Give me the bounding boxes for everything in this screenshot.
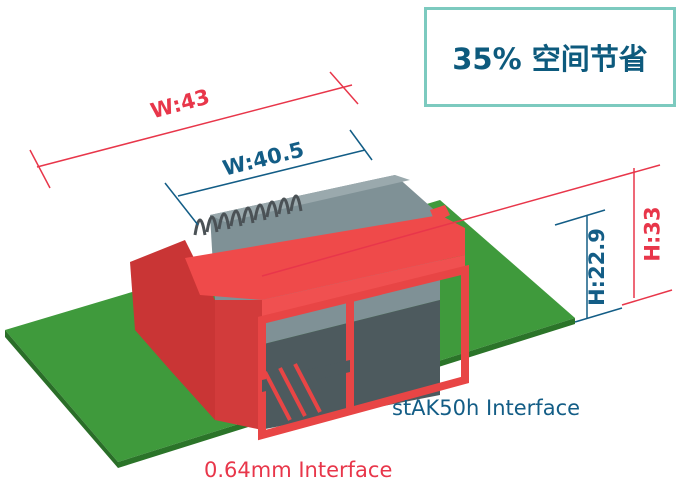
pins [193, 194, 303, 236]
stak50h-interface-label: stAK50h Interface [392, 396, 581, 420]
dimension-w43 [29, 71, 359, 189]
dimension-h33 [261, 164, 673, 306]
dimension-h22-9 [554, 209, 623, 323]
dimension-w40-5 [164, 129, 373, 226]
pcb-board-edge [5, 330, 118, 468]
old-interface-label: 0.64mm Interface [204, 458, 393, 482]
inner-height-label: H:22.9 [584, 228, 609, 306]
outer-height-label: H:33 [640, 206, 665, 262]
space-saving-badge: 35% 空间节省 [424, 7, 676, 107]
red-housing [130, 205, 469, 441]
